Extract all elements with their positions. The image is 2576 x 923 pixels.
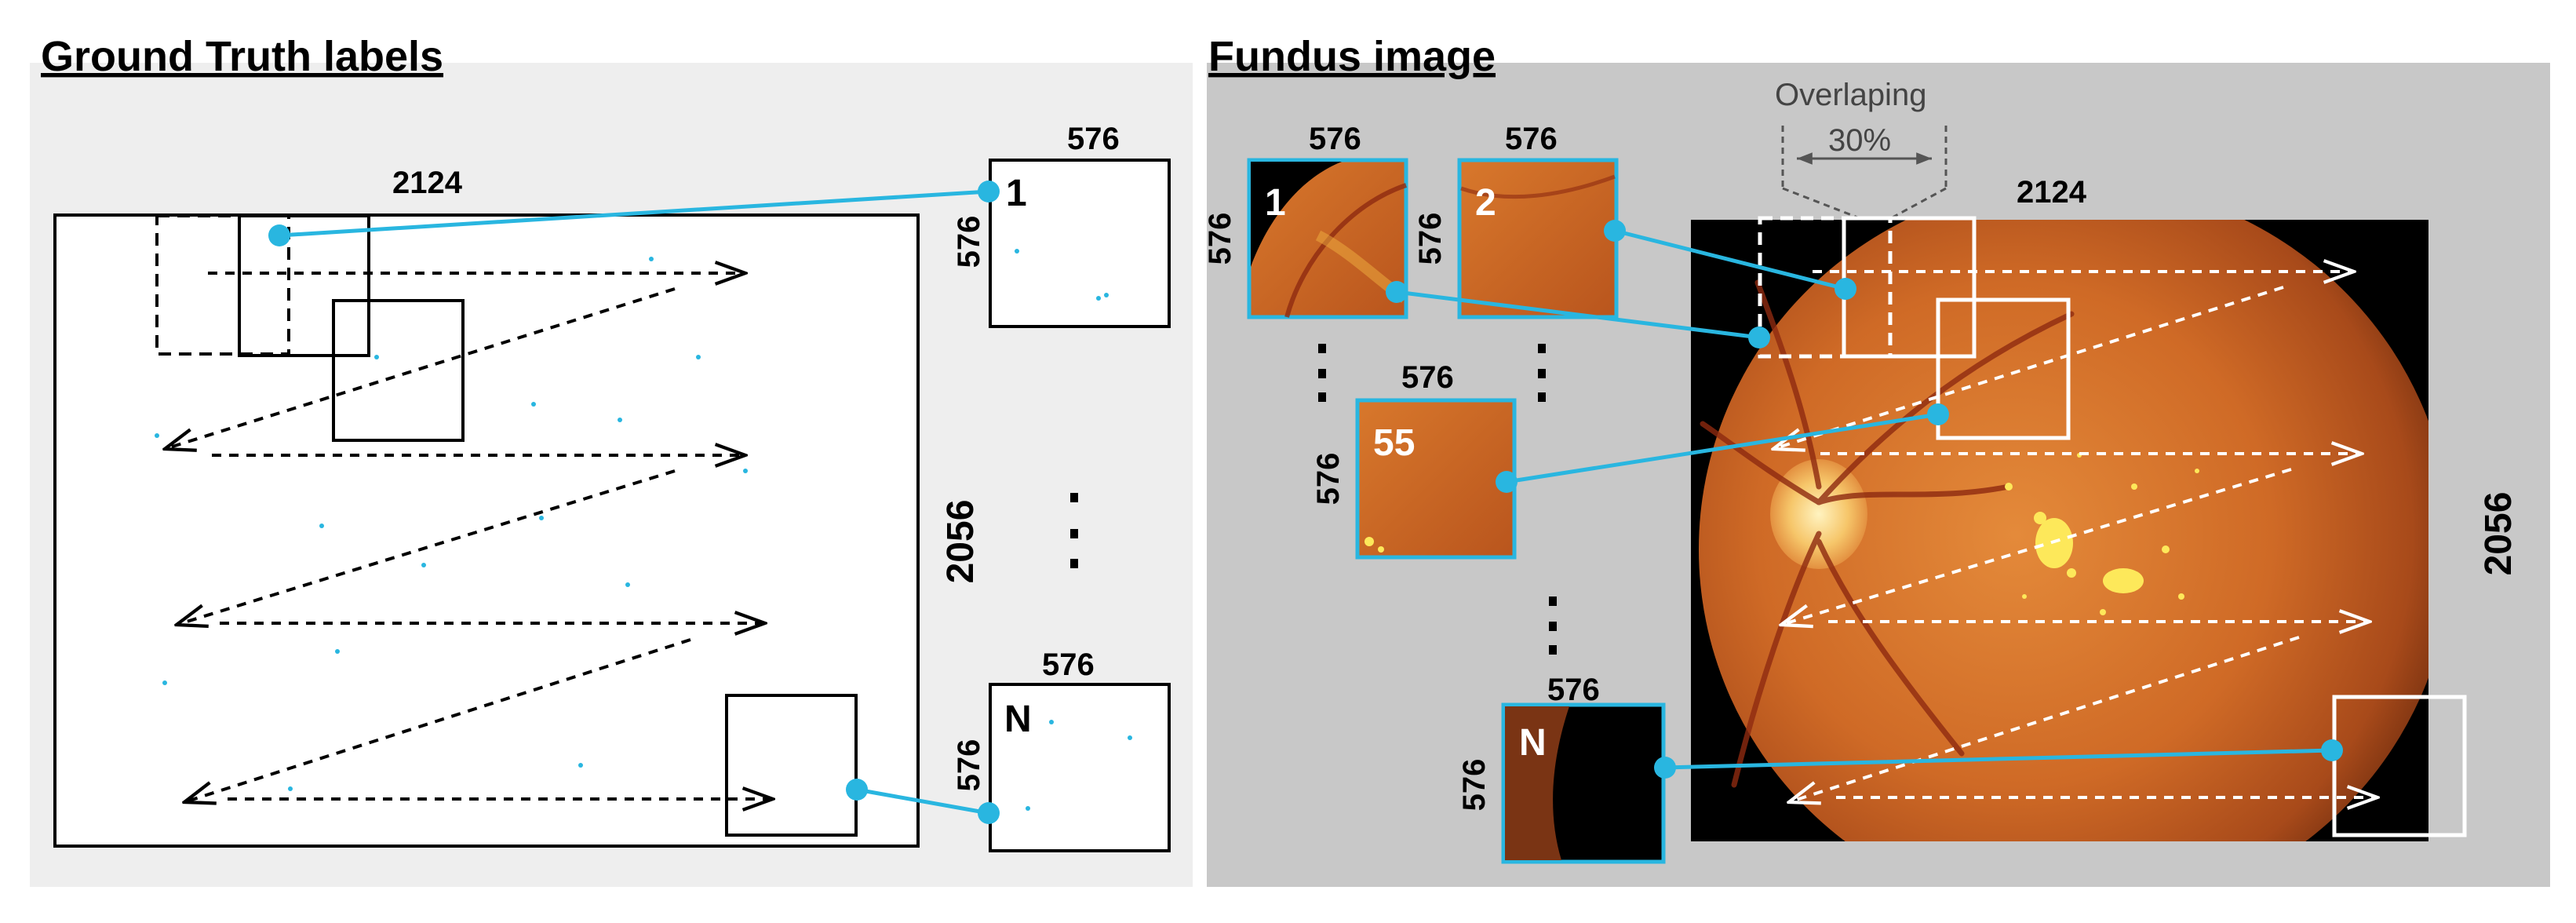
fundus-height-label: 2056: [2478, 492, 2520, 576]
fundus-ellipsis-top: [1318, 344, 1546, 402]
gt-patch-1: [989, 159, 1171, 328]
fundus-window-2: [1936, 297, 2071, 440]
fundus-patch-1-width-label: 576: [1309, 122, 1361, 156]
fundus-patch-55-width-label: 576: [1401, 360, 1454, 395]
gt-patch-n-height-label: 576: [952, 739, 986, 792]
fundus-heading: Fundus image: [1208, 33, 1496, 80]
fundus-width-label: 2124: [2017, 175, 2087, 210]
fundus-patch-2-width-label: 576: [1505, 122, 1558, 156]
fundus-connectors: [1386, 220, 2343, 779]
ground-truth-width-label: 2124: [392, 166, 463, 200]
gt-window-1: [238, 214, 370, 357]
fundus-patch-n-width-label: 576: [1547, 673, 1600, 707]
gt-patch-1-label: 1: [1006, 173, 1027, 214]
fundus-patch-2-label: 2: [1475, 182, 1496, 224]
fundus-patch-n-height-label: 576: [1457, 759, 1492, 812]
fundus-scan-path: [1773, 272, 2377, 802]
overlap-label: Overlaping: [1775, 78, 1926, 112]
fundus-patch-55: [1355, 398, 1517, 560]
fundus-window-n: [2332, 695, 2467, 837]
fundus-patch-n-label: N: [1519, 722, 1547, 764]
fundus-ellipsis-bottom: [1549, 596, 1557, 655]
fundus-window-dashed: [1758, 216, 1893, 359]
fundus-patch-1: [1247, 158, 1408, 319]
gt-patch-1-width-label: 576: [1067, 122, 1120, 156]
overlap-value: 30%: [1828, 123, 1891, 158]
gt-patch-1-height-label: 576: [952, 216, 986, 268]
fundus-patch-55-label: 55: [1373, 422, 1415, 464]
gt-scan-path: [165, 273, 773, 802]
fundus-patch-55-height-label: 576: [1311, 453, 1346, 505]
gt-patch-n: [989, 683, 1171, 852]
gt-connectors: [268, 181, 1000, 824]
gt-patch-n-width-label: 576: [1042, 648, 1095, 682]
overlap-arrow: [1781, 126, 1947, 220]
gt-patch-n-label: N: [1004, 699, 1032, 740]
gt-window-2: [332, 299, 465, 442]
fundus-patch-2-height-label: 576: [1413, 213, 1448, 265]
fundus-patch-1-label: 1: [1265, 182, 1286, 224]
fundus-patch-2: [1457, 158, 1619, 319]
ground-truth-height-label: 2056: [940, 500, 982, 584]
fundus-patch-n: [1501, 702, 1666, 864]
gt-window-dashed: [155, 214, 290, 356]
fundus-patch-1-height-label: 576: [1203, 213, 1237, 265]
gt-ellipsis: [1070, 493, 1078, 568]
ground-truth-speckles: [155, 257, 748, 791]
gt-window-n: [725, 694, 858, 837]
ground-truth-heading: Ground Truth labels: [41, 33, 443, 80]
fundus-image: [1691, 220, 2428, 841]
